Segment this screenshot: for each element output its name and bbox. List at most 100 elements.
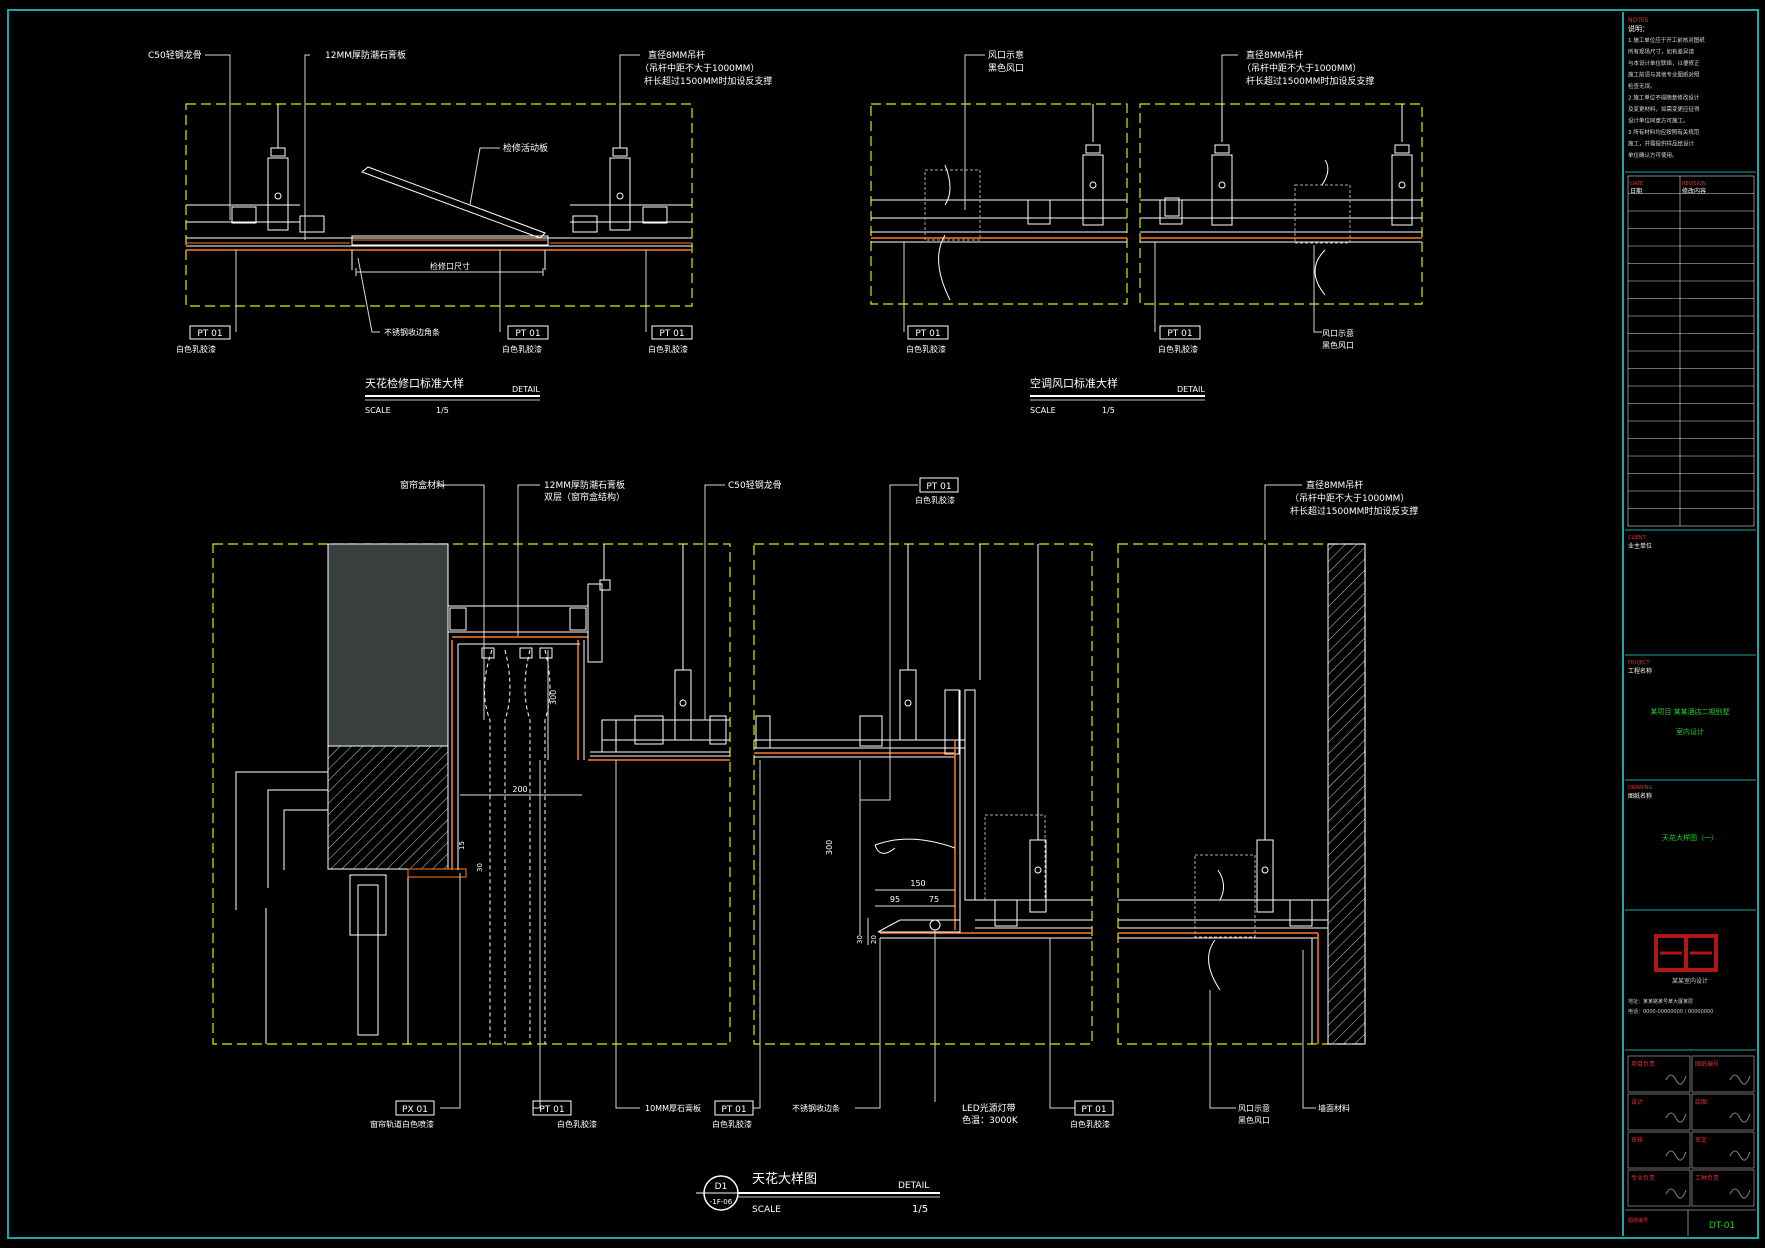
signature-cell: [1627, 1169, 1691, 1207]
label-vent: 风口示意: [988, 49, 1024, 61]
detail-title: 天花检修口标准大样: [365, 376, 464, 390]
signature-cells: 项目负责图纸编号设计绘图审核审定专业负责工种负责: [1627, 1055, 1755, 1207]
signature-cell: [1691, 1169, 1755, 1207]
paint-right: 白色乳胶漆: [648, 344, 688, 354]
scale-value: 1/5: [436, 406, 449, 415]
boundary-a: [212, 543, 731, 1045]
dim-200: 200: [512, 785, 527, 794]
label-board10: 10MM厚石膏板: [645, 1103, 701, 1113]
label-c50: C50轻钢龙骨: [728, 479, 782, 491]
rev-head1-en: DATE: [1630, 181, 1643, 187]
note-line: 1 施工单位应于开工前核对图纸: [1628, 36, 1705, 44]
company-logo: [1654, 934, 1718, 972]
tag-pt01-top: PT 01: [926, 482, 951, 492]
tag-pt-c: PT 01: [1081, 1105, 1106, 1115]
tag-pt01-mid: PT 01: [515, 329, 540, 339]
signature-cell-label: 设计: [1631, 1098, 1643, 1106]
scale-value: 1/5: [1102, 406, 1115, 415]
detail-ceiling-section: 200 300 15 30 300: [212, 477, 1418, 1215]
signature-cell-label: 项目负责: [1631, 1060, 1655, 1068]
detail-access-hatch: 检修口尺寸 C50轻钢龙骨 12MM厚防潮石膏板 直径8MM吊杆 （吊杆中距不大…: [148, 49, 772, 415]
label-wall: 墙面材料: [1318, 1103, 1350, 1113]
rev-head1: 日期: [1630, 187, 1642, 195]
drawing-title: 天花大样图（一）: [1662, 833, 1718, 842]
detail-air-vent: 风口示意 黑色风口 直径8MM吊杆 （吊杆中距不大于1000MM） 杆长超过15…: [870, 49, 1423, 415]
notes-list: 1 施工单位应于开工前核对图纸所有现场尺寸，如有差异请与本设计单位联络，以便修正…: [1628, 36, 1705, 159]
paint-mid: 白色乳胶漆: [502, 344, 542, 354]
signature-cell: [1627, 1055, 1691, 1093]
paint-left: 白色乳胶漆: [176, 344, 216, 354]
boundary-b: [753, 543, 1093, 1045]
dim-15: 15: [458, 841, 466, 850]
paint-left: 白色乳胶漆: [906, 344, 946, 354]
wall-hatch-c: [1327, 543, 1366, 1045]
label-rod-note2: 杆长超过1500MM时加设反支撑: [1246, 75, 1374, 87]
signature-cell-label: 专业负责: [1631, 1174, 1655, 1182]
company-address: 地址：某某路某号某大厦某层: [1628, 998, 1693, 1005]
signature-mark: [1729, 1188, 1751, 1199]
tag-pt-b: PT 01: [721, 1105, 746, 1115]
label-vent2: 风口示意: [1322, 328, 1354, 338]
label-gypsum-sub: 双层（窗帘盒结构）: [544, 491, 625, 503]
dim-20: 20: [870, 935, 878, 944]
signature-mark: [1665, 1074, 1687, 1085]
label-led: LED光源灯带: [962, 1102, 1016, 1114]
label-vent-sub: 黑色风口: [1238, 1115, 1270, 1125]
dim-300a: 300: [549, 690, 558, 705]
signature-cell-label: 工种负责: [1695, 1174, 1719, 1182]
tag-pt01-left: PT 01: [915, 329, 940, 339]
note-line: 施工，并需提供样品给设计: [1628, 140, 1695, 148]
px-sub: 窗帘轨道白色喷漆: [370, 1119, 434, 1129]
note-line: 与本设计单位联络，以便修正: [1628, 59, 1700, 67]
tag-pt-a: PT 01: [539, 1105, 564, 1115]
detail-title: 天花大样图: [752, 1171, 817, 1187]
note-line: 3 所有材料均应按照有关规范: [1628, 128, 1700, 136]
label-curtain: 窗帘盒材料: [400, 479, 445, 491]
dim-75: 75: [929, 895, 939, 904]
company-name: 某某室内设计: [1672, 977, 1708, 985]
rev-head2-en: REVISION: [1682, 181, 1706, 187]
scale-value: 1/5: [912, 1204, 928, 1215]
dim-150: 150: [910, 879, 925, 888]
note-line: 及变更材料，如需变更应征得: [1628, 105, 1700, 113]
label-rod: 直径8MM吊杆: [648, 49, 705, 61]
signature-cell-label: 审核: [1631, 1136, 1643, 1144]
dim-95: 95: [890, 895, 900, 904]
note-line: 设计单位同意方可施工。: [1628, 117, 1689, 125]
label-vent2-sub: 黑色风口: [1322, 340, 1354, 350]
glass-panel: [327, 543, 449, 747]
pt-c-sub: 白色乳胶漆: [1070, 1119, 1110, 1129]
signature-mark: [1665, 1112, 1687, 1123]
label-hatch: 检修活动板: [503, 142, 548, 154]
sheet-no: DT-01: [1709, 1221, 1735, 1231]
company-phone: 电话：0000-00000000 / 00000000: [1628, 1008, 1713, 1015]
dim-300b: 300: [825, 840, 834, 855]
label-vent: 风口示意: [1238, 1103, 1270, 1113]
tag-px01: PX 01: [402, 1105, 428, 1115]
signature-cell: [1691, 1055, 1755, 1093]
dim-30b: 30: [856, 935, 864, 944]
paint-top: 白色乳胶漆: [915, 495, 955, 505]
label-rod-note1: （吊杆中距不大于1000MM）: [1242, 62, 1361, 74]
scale-word: SCALE: [752, 1205, 781, 1215]
label-led-sub: 色温：3000K: [962, 1114, 1019, 1126]
pt-b-sub: 白色乳胶漆: [712, 1119, 752, 1129]
client-en: CLIENT: [1628, 535, 1647, 541]
note-line: 施工前须与其他专业图纸对照: [1628, 71, 1700, 79]
signature-cell-label: 图纸编号: [1695, 1060, 1719, 1068]
project-label: 工程名称: [1628, 667, 1652, 675]
notes-sub: NOTES: [1628, 17, 1649, 24]
detail-boundary-right: [1139, 103, 1423, 305]
signature-mark: [1729, 1150, 1751, 1161]
label-rod-note1: （吊杆中距不大于1000MM）: [640, 62, 759, 74]
bubble-bottom: -1F-06: [710, 1198, 733, 1206]
bubble-top: D1: [715, 1182, 728, 1192]
project-line2: 室内设计: [1676, 727, 1704, 736]
signature-mark: [1665, 1188, 1687, 1199]
signature-mark: [1729, 1074, 1751, 1085]
rev-head2: 修改内容: [1682, 187, 1706, 195]
detail-title: 空调风口标准大样: [1030, 376, 1118, 390]
detail-word: DETAIL: [512, 385, 540, 394]
signature-cell: [1691, 1093, 1755, 1131]
